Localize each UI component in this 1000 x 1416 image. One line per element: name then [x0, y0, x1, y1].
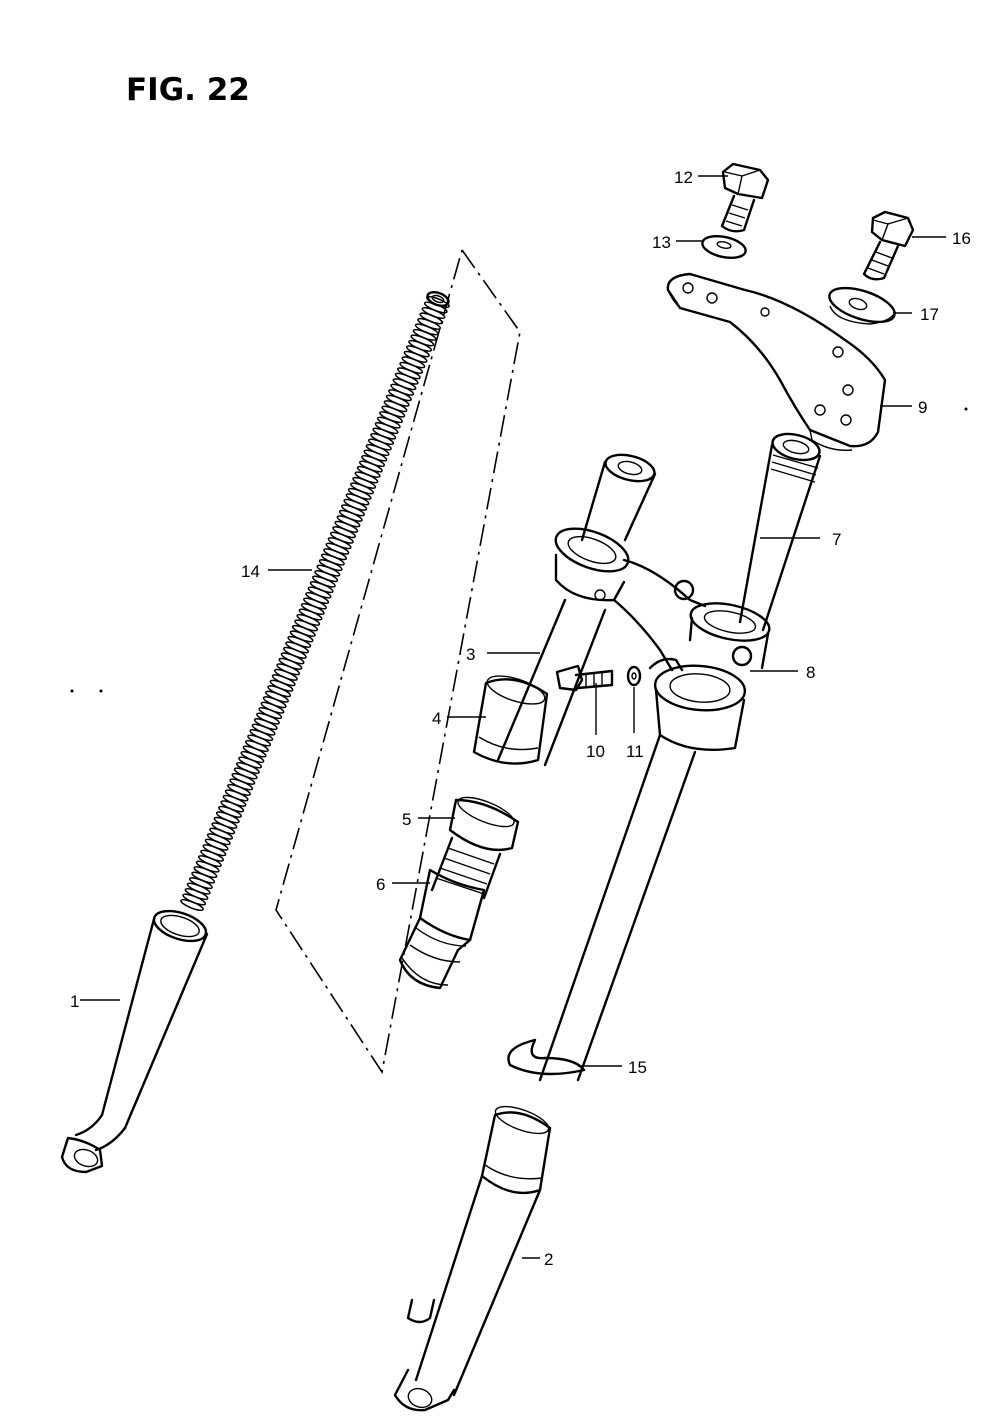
- label-15: 15: [628, 1058, 647, 1077]
- label-2: 2: [544, 1250, 553, 1269]
- label-5: 5: [402, 810, 411, 829]
- leader-lines: [80, 175, 946, 1259]
- inner-tube-part: [496, 453, 657, 767]
- label-1: 1: [70, 992, 79, 1011]
- label-10: 10: [586, 742, 605, 761]
- part-number-labels: 12 13 16 17 9 7 8 14 3 4 5 6 10 11 1 15 …: [70, 168, 971, 1269]
- label-9: 9: [918, 398, 927, 417]
- outer-tube-part: [393, 733, 697, 1412]
- label-8: 8: [806, 663, 815, 682]
- retaining-ring-part: [448, 796, 520, 852]
- label-17: 17: [920, 305, 939, 324]
- spring-guide-part: [60, 909, 209, 1174]
- lower-bracket-part: [554, 527, 771, 751]
- spring-coil-turn: [180, 898, 204, 912]
- label-14: 14: [241, 562, 260, 581]
- label-12: 12: [674, 168, 693, 187]
- label-16: 16: [952, 229, 971, 248]
- washer-13-part: [701, 235, 747, 259]
- bolt-12-part: [720, 162, 770, 233]
- oil-seal-part: [472, 675, 549, 765]
- top-bracket-part: [666, 272, 887, 451]
- bolt-16-part: [862, 210, 915, 281]
- assembly-outline: [275, 249, 521, 1075]
- washer-17-part: [828, 286, 896, 325]
- label-13: 13: [652, 233, 671, 252]
- figure-title: FIG. 22: [126, 72, 250, 108]
- circlip-part: [507, 1038, 586, 1076]
- label-11: 11: [626, 742, 644, 761]
- label-4: 4: [432, 709, 441, 728]
- washer-11-part: [626, 665, 642, 687]
- label-7: 7: [832, 530, 841, 549]
- label-6: 6: [376, 875, 385, 894]
- damper-cylinder-part: [398, 836, 502, 990]
- bolt-10-part: [555, 664, 614, 692]
- fork-spring-part: [180, 291, 450, 912]
- right-inner-tube-part: [738, 432, 822, 632]
- label-3: 3: [466, 645, 475, 664]
